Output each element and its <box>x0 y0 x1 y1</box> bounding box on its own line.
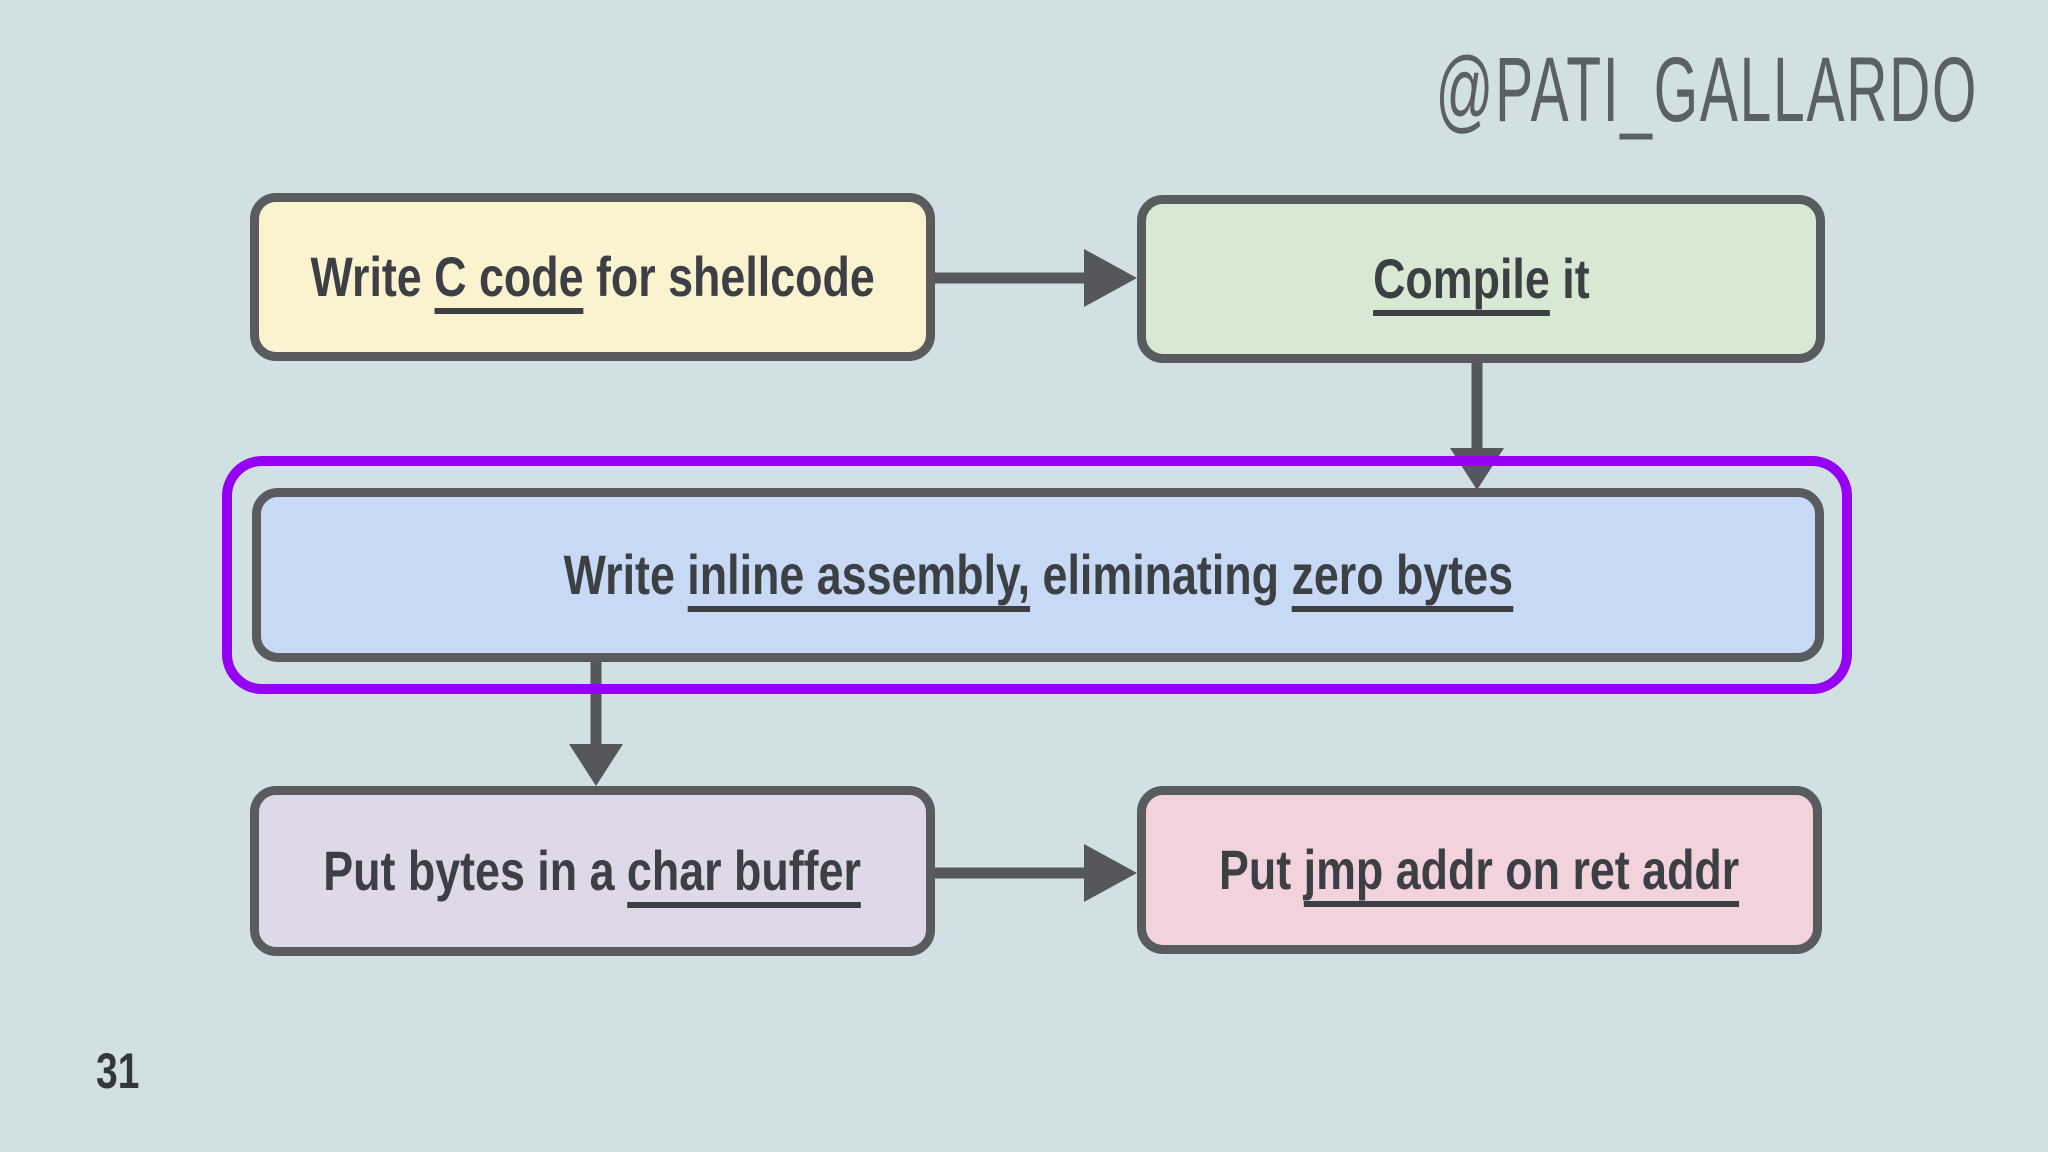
node-put-jmp-addr: Put jmp addr on ret addr <box>1137 786 1822 954</box>
node-put-bytes-char-buffer: Put bytes in a char buffer <box>250 786 935 956</box>
highlight-ring <box>222 456 1852 694</box>
arrow-char-buffer-to-jmp-addr <box>935 844 1137 902</box>
node-write-c-code: Write C code for shellcode <box>250 193 935 361</box>
arrow-write-c-to-compile <box>935 249 1137 307</box>
node-write-inline-assembly-label: Write inline assembly, eliminating zero … <box>563 542 1513 612</box>
node-put-jmp-addr-label: Put jmp addr on ret addr <box>1219 837 1740 907</box>
author-handle: @PATI_GALLARDO <box>1435 39 1978 141</box>
page-number: 31 <box>96 1043 140 1099</box>
node-compile-it-label: Compile it <box>1372 246 1589 316</box>
node-compile-it: Compile it <box>1137 195 1825 363</box>
node-write-c-code-label: Write C code for shellcode <box>310 244 875 314</box>
node-write-inline-assembly: Write inline assembly, eliminating zero … <box>252 488 1824 662</box>
node-put-bytes-char-buffer-label: Put bytes in a char buffer <box>324 838 862 908</box>
